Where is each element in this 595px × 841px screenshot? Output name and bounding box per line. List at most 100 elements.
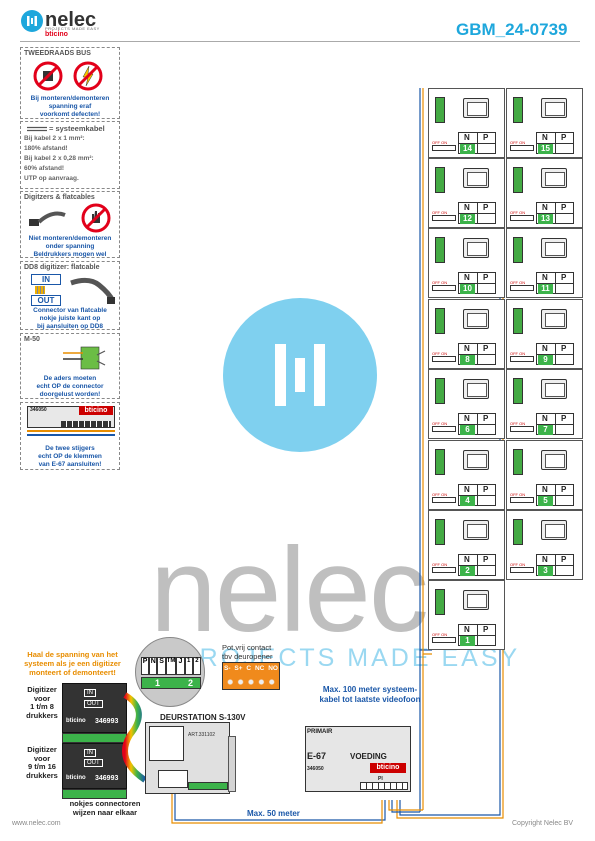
unit-p-label: P [561, 414, 567, 423]
unit-np-vdivider [477, 625, 478, 645]
voeding-label: VOEDING [350, 752, 387, 761]
unit-n-label: N [464, 344, 470, 353]
brand-bticino: bticino [45, 31, 68, 38]
unit-switch [510, 145, 534, 151]
unit-p-label: P [483, 344, 489, 353]
max50-label: Max. 50 meter [247, 809, 300, 818]
screen-icon [463, 98, 489, 118]
unit-number: 12 [460, 214, 475, 224]
unit-terminal [513, 519, 523, 545]
dig2-code: 346993 [95, 775, 119, 782]
panel-bus-title: TWEEDRAADS BUS [24, 50, 91, 57]
pot-line-2: tbv deuropener [222, 652, 273, 661]
unit-p-label: P [483, 133, 489, 142]
dd8-cable-icon [70, 277, 116, 304]
unit-offon-label: OFF ON [432, 140, 448, 145]
unit-n-label: N [464, 414, 470, 423]
unit-p-label: P [483, 625, 489, 634]
voeding-brand: bticino [370, 763, 406, 773]
unit-number: 8 [460, 355, 475, 365]
voeding-primair: PRIMAIR [307, 729, 333, 735]
unit-n-label: N [542, 485, 548, 494]
unit-n-label: N [464, 485, 470, 494]
unit-switch [510, 356, 534, 362]
dig1-in: IN [84, 689, 96, 697]
e67-terminals [61, 421, 111, 427]
panel-digitizers: Digitzers & flatcables Niet monteren/dem… [20, 191, 120, 258]
keypad-num-2: 2 [188, 678, 194, 688]
unit-terminal [435, 589, 445, 615]
panel-bus: TWEEDRAADS BUS Bij monteren/demonteren s… [20, 47, 120, 119]
unit-switch [432, 356, 456, 362]
deurstation-label: DEURSTATION S-130V [160, 713, 246, 722]
unit-number: 2 [460, 566, 475, 576]
panel-e67: 346050 bticino De twee stijgers echt OP … [20, 402, 120, 470]
watermark-logo-circle [223, 298, 377, 452]
unit-np-vdivider [477, 203, 478, 223]
unit-np-vdivider [477, 344, 478, 364]
unit-np-vdivider [555, 344, 556, 364]
unit-terminal [513, 97, 523, 123]
unit-terminal [435, 167, 445, 193]
panel-kabel-title: = systeemkabel [49, 124, 105, 133]
unit-p-label: P [483, 414, 489, 423]
dd8-out-box: OUT [31, 295, 61, 306]
unit-np-vdivider [477, 485, 478, 505]
keypad-label-1: 1 [184, 657, 193, 675]
panel-bus-line-3: voorkomt defecten! [39, 111, 101, 118]
unit-number: 7 [538, 425, 553, 435]
e67-brand: bticino [79, 406, 113, 415]
unit-n-label: N [542, 133, 548, 142]
screen-icon [463, 309, 489, 329]
unit-offon-label: OFF ON [510, 562, 526, 567]
deurstation-camera-module [149, 726, 184, 761]
panel-bus-line-1: Bij monteren/demonteren [30, 95, 110, 102]
unit-terminal [513, 308, 523, 334]
unit-terminal [513, 237, 523, 263]
unit-p-label: P [483, 485, 489, 494]
screen-icon [463, 168, 489, 188]
unit-terminal [513, 449, 523, 475]
unit-np-vdivider [555, 133, 556, 153]
page-title: GBM_24-0739 [456, 20, 568, 39]
dig1-brand: bticino [66, 718, 86, 724]
dig1-label-4: drukkers [26, 710, 58, 720]
keypad-terminal-row: P N S TM J 1 2 [141, 657, 201, 675]
panel-dd8-line-1: Connector van flatcable [33, 307, 107, 314]
unit-terminal [435, 378, 445, 404]
panel-kabel-line-4: 60% afstand! [24, 165, 65, 172]
pot-term-row: S- S+ C NC NO [224, 665, 278, 672]
unit-switch [510, 215, 534, 221]
dd8-in-box: IN [31, 274, 61, 285]
footer-copyright: Copyright Nelec BV [512, 820, 574, 827]
pot-term-s-minus: S- [224, 665, 231, 672]
unit-number: 1 [460, 636, 475, 646]
screen-icon [463, 450, 489, 470]
dig2-brand: bticino [66, 775, 86, 781]
unit-p-label: P [561, 555, 567, 564]
unit-p-label: P [561, 485, 567, 494]
unit-switch [432, 215, 456, 221]
dig1-module [62, 683, 127, 733]
unit-number: 14 [460, 144, 475, 154]
nelec-logo-icon [21, 10, 43, 32]
unit-terminal [435, 449, 445, 475]
unit-p-label: P [483, 555, 489, 564]
pot-term-c: C [246, 665, 252, 672]
panel-m50-line-2: echt OP de connector [36, 383, 104, 390]
unit-n-label: N [464, 203, 470, 212]
unit-n-label: N [542, 344, 548, 353]
keypad-label-2: 2 [192, 657, 201, 675]
unit-offon-label: OFF ON [510, 140, 526, 145]
voeding-e67: E-67 [307, 751, 327, 761]
